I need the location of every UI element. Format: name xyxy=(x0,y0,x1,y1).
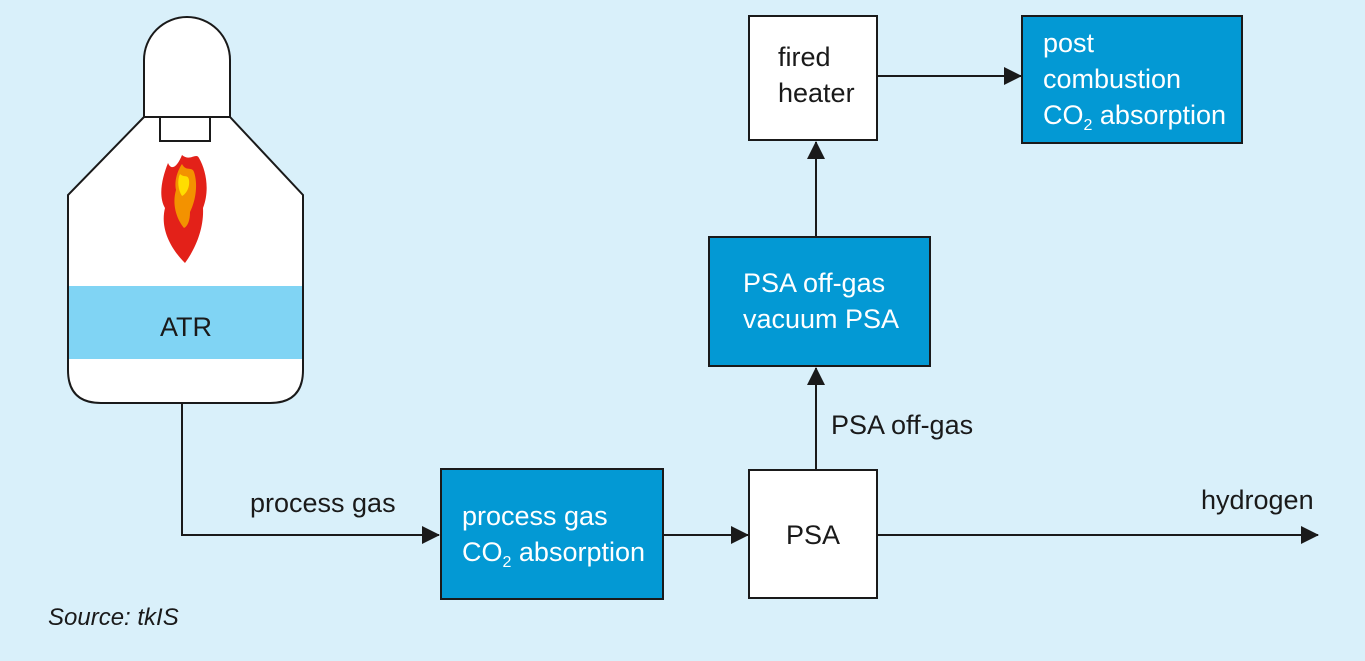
process-gas-label: process gas xyxy=(250,488,396,518)
atr-burner xyxy=(159,116,211,142)
co2-absorption-box: process gas CO2 absorption xyxy=(440,468,664,600)
psa-off-gas-label: PSA off-gas xyxy=(831,410,974,440)
fired-heater-box: fired heater xyxy=(748,15,878,141)
atr-catalyst-band xyxy=(69,286,302,359)
fired-heater-line1: fired xyxy=(778,42,831,72)
atr-dome xyxy=(143,16,231,118)
vacuum-psa-box: PSA off-gas vacuum PSA xyxy=(708,236,931,367)
co2-absorption-line2: CO2 absorption xyxy=(462,537,645,571)
post-combustion-line2: combustion xyxy=(1043,64,1182,94)
atr-vessel xyxy=(67,16,304,404)
post-combustion-line3: CO2 absorption xyxy=(1043,100,1226,134)
psa-label: PSA xyxy=(786,520,841,550)
flame-icon xyxy=(161,155,207,263)
post-combustion-line1: post xyxy=(1043,28,1095,58)
co2-absorption-line1: process gas xyxy=(462,501,608,531)
atr-label: ATR xyxy=(160,312,212,342)
process-gas-line xyxy=(181,404,440,544)
psa-box: PSA xyxy=(748,469,878,599)
source-caption: Source: tkIS xyxy=(48,604,179,631)
fired-heater-line2: heater xyxy=(778,78,855,108)
vacuum-psa-line2: vacuum PSA xyxy=(743,304,900,334)
vacuum-psa-line1: PSA off-gas xyxy=(743,268,886,298)
post-combustion-box: post combustion CO2 absorption xyxy=(1021,15,1243,144)
hydrogen-label: hydrogen xyxy=(1201,485,1314,515)
